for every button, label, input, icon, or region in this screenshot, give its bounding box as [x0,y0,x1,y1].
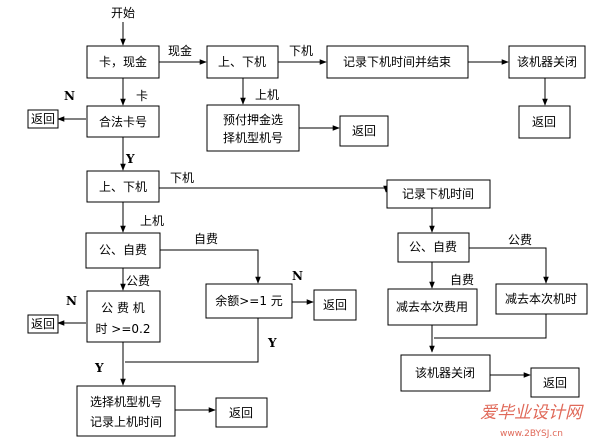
node-sub-fee: 减去本次费用 [387,288,478,326]
svg-text:择机型机号: 择机型机号 [223,131,283,145]
node-select-record: 选择机型机号 记录上机时间 [76,385,176,437]
edge-label-on-2: 上机 [140,214,164,228]
node-sub-time: 减去本次机时 [495,283,588,315]
node-return-valid: 返回 [27,109,59,129]
node-record-end: 记录下机时间并结束 [326,45,469,79]
node-close-1: 该机器关闭 [508,45,586,79]
svg-text:公、自费: 公、自费 [409,240,457,254]
node-return-balance: 返回 [313,289,357,321]
edge-label-card: 卡 [136,89,148,103]
svg-text:合法卡号: 合法卡号 [99,114,147,129]
watermark-logo: 爱毕业设计网 [480,403,584,423]
svg-text:返回: 返回 [31,317,55,331]
edge-label-pub-1: 公费 [126,274,150,288]
svg-text:公 费 机: 公 费 机 [101,301,145,315]
edge-label-off-2: 下机 [170,171,194,185]
edge-label-pub-2: 公费 [508,233,532,247]
edge-label-off-1: 下机 [289,44,313,58]
svg-text:返回: 返回 [229,406,253,420]
node-onoff-2: 上、下机 [86,170,160,203]
svg-text:该机器关闭: 该机器关闭 [517,55,577,69]
svg-text:记录下机时间: 记录下机时间 [402,187,474,201]
svg-text:减去本次费用: 减去本次费用 [396,300,468,314]
svg-text:余额>=1 元: 余额>=1 元 [215,293,283,308]
svg-text:记录下机时间并结束: 记录下机时间并结束 [343,55,451,69]
svg-text:该机器关闭: 该机器关闭 [415,366,475,380]
node-close-2: 该机器关闭 [400,354,491,392]
node-return-close-2: 返回 [530,367,580,398]
svg-text:公、自费: 公、自费 [99,243,147,257]
node-prepay: 预付押金选 择机型机号 [206,104,300,152]
node-valid-card: 合法卡号 [86,105,160,138]
edge-label-y-3: Y [94,361,104,375]
node-return-prepay: 返回 [339,115,389,147]
svg-text:上、下机: 上、下机 [218,55,266,69]
edge-label-n-1: N [64,89,75,103]
edge-label-on-1: 上机 [255,88,279,102]
edge-label-y-2: Y [267,336,277,350]
node-pub-self-1: 公、自费 [85,232,161,269]
node-return-pub: 返回 [27,314,59,334]
node-onoff-1: 上、下机 [206,45,279,79]
svg-text:返回: 返回 [323,298,347,312]
svg-text:选择机型机号: 选择机型机号 [90,395,162,409]
svg-text:时 >=0.2: 时 >=0.2 [95,322,150,336]
edge-label-self-2: 自费 [450,273,474,287]
svg-text:上、下机: 上、下机 [99,180,147,194]
node-balance: 余额>=1 元 [205,283,293,319]
watermark-url: www.2BYSJ.cn [500,429,563,439]
connectors [57,22,549,413]
node-return-close-1: 返回 [518,105,571,139]
start-label: 开始 [111,6,135,20]
edge-label-y-1: Y [125,152,135,166]
svg-text:返回: 返回 [543,376,567,390]
edge-label-self-1: 自费 [194,232,218,246]
svg-text:减去本次机时: 减去本次机时 [505,292,577,306]
svg-text:预付押金选: 预付押金选 [223,112,283,127]
svg-text:返回: 返回 [532,115,556,129]
svg-text:返回: 返回 [31,112,55,126]
node-record-off: 记录下机时间 [386,179,491,209]
node-pub-time: 公 费 机 时 >=0.2 [86,290,161,343]
node-return-select: 返回 [215,397,268,428]
node-card-cash: 卡，现金 [86,45,160,79]
edge-label-cash: 现金 [168,43,192,58]
svg-text:卡，现金: 卡，现金 [99,54,147,69]
node-pub-self-2: 公、自费 [397,232,470,263]
svg-text:记录上机时间: 记录上机时间 [90,415,162,429]
edge-label-n-2: N [292,269,303,283]
edge-label-n-3: N [66,294,77,308]
svg-text:返回: 返回 [352,124,376,138]
